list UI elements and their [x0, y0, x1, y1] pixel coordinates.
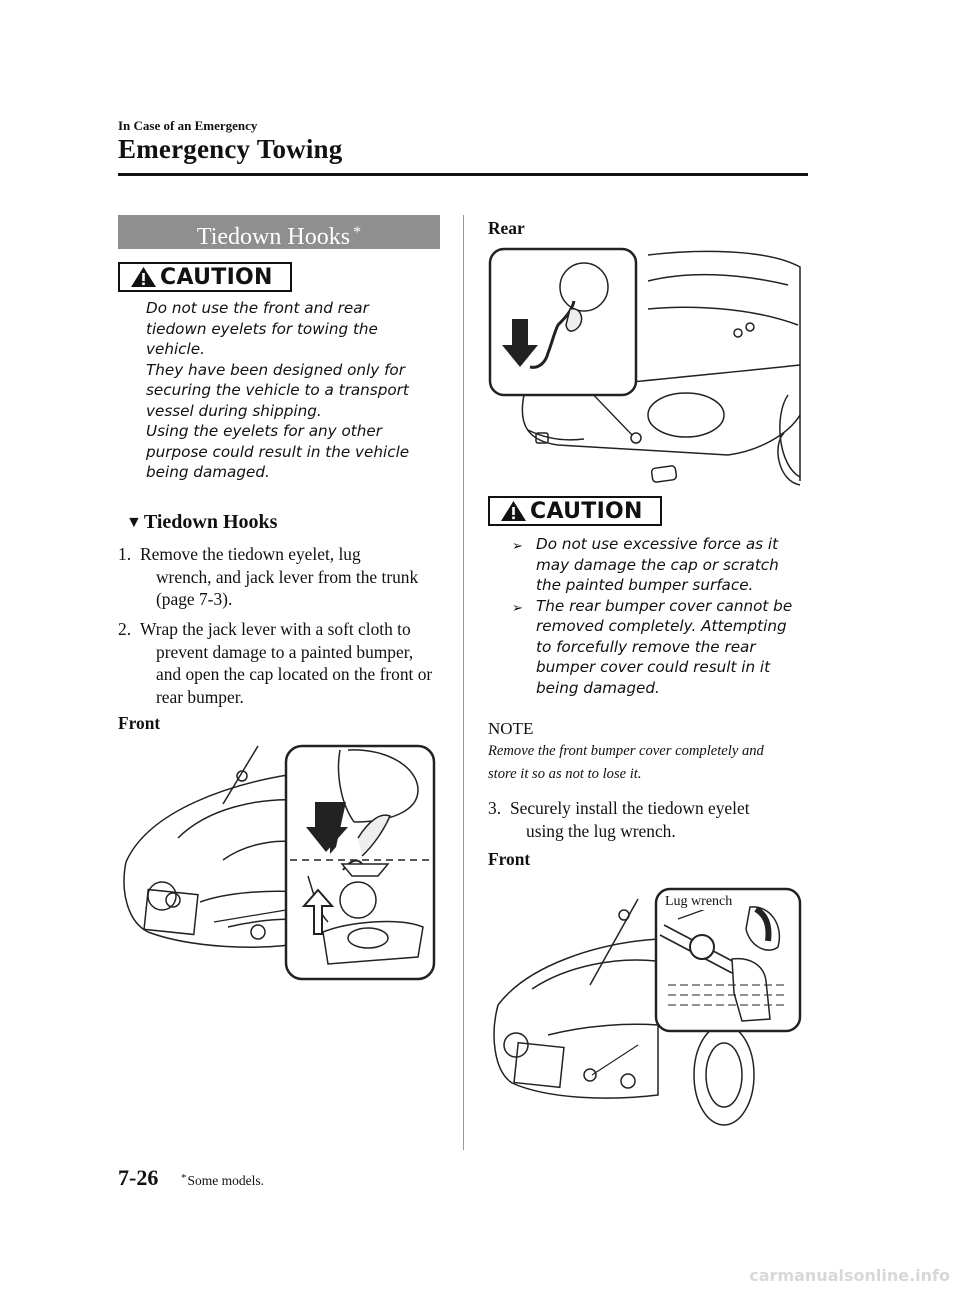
section-title-bar: Tiedown Hooks*: [118, 215, 440, 250]
bullet-arrow-icon: ➢: [512, 539, 523, 554]
caution-line: The rear bumper cover cannot be: [536, 596, 793, 615]
front-bumper-cap-illustration: [118, 742, 438, 982]
caution-bullet: ➢ Do not use excessive force as it may d…: [512, 534, 812, 596]
install-eyelet-illustration: [488, 885, 808, 1135]
caution-line: vessel during shipping.: [146, 401, 322, 420]
step-number: 2.: [118, 619, 132, 639]
subheading: ▼ Tiedown Hooks: [126, 511, 277, 534]
step-line: Wrap the jack lever with a soft cloth to: [140, 619, 411, 639]
warning-icon: [131, 267, 156, 287]
step-line: prevent damage to a painted bumper,: [156, 641, 414, 662]
caution-line: the painted bumper surface.: [536, 576, 754, 594]
front-label-right: Front: [488, 849, 531, 869]
caution-label: CAUTION: [160, 264, 273, 290]
caution-line: securing the vehicle to a transport: [146, 381, 409, 399]
caution-line: Do not use the front and rear: [146, 299, 369, 317]
caution-line: being damaged.: [536, 678, 660, 697]
footnote-star: *: [181, 1172, 187, 1184]
page-number: 7-26: [118, 1165, 159, 1190]
caution-label: CAUTION: [530, 498, 643, 524]
rear-label: Rear: [488, 218, 525, 238]
step-number: 1.: [118, 544, 132, 564]
step-line: (page 7-3).: [156, 589, 233, 609]
note-label: NOTE: [488, 719, 534, 738]
section-title: Tiedown Hooks: [196, 224, 351, 250]
caution-line: bumper cover could result in it: [536, 658, 771, 676]
caution-line: vehicle.: [146, 340, 205, 358]
step-1: 1. Remove the tiedown eyelet, lug wrench…: [118, 543, 448, 611]
caution-line: purpose could result in the vehicle: [146, 442, 410, 461]
caution-text-left: Do not use the front and rear tiedown ey…: [146, 298, 436, 483]
caution-line: They have been designed only for: [146, 360, 405, 379]
column-divider: [463, 215, 464, 1150]
note-line: Remove the front bumper cover completely…: [488, 743, 764, 759]
footnote: *Some models.: [181, 1172, 264, 1189]
rear-bumper-cap-illustration: [488, 245, 810, 487]
step-line: wrench, and jack lever from the trunk: [156, 566, 419, 587]
footnote-text: Some models.: [187, 1173, 265, 1188]
caution-bullet: ➢ The rear bumper cover cannot be remove…: [512, 596, 812, 699]
step-line: and open the cap located on the front or: [156, 664, 433, 684]
watermark: carmanualsonline.info: [749, 1266, 950, 1285]
note-line: store it so as not to lose it.: [488, 766, 642, 782]
caution-line: tiedown eyelets for towing the: [146, 319, 378, 338]
step-line: Remove the tiedown eyelet, lug: [140, 544, 361, 564]
step-number: 3.: [488, 798, 502, 818]
caution-line: to forcefully remove the rear: [536, 637, 756, 656]
caution-line: being damaged.: [146, 463, 270, 481]
note-text: Remove the front bumper cover completely…: [488, 740, 808, 786]
some-models-star: *: [353, 224, 362, 241]
warning-icon: [501, 501, 526, 521]
caution-line: removed completely. Attempting: [536, 617, 787, 635]
caution-box-left: CAUTION: [118, 262, 292, 292]
caution-line: may damage the cap or scratch: [536, 555, 779, 574]
lug-wrench-callout: Lug wrench: [663, 894, 735, 910]
caution-text-right: ➢ Do not use excessive force as it may d…: [512, 534, 812, 698]
front-label-left: Front: [118, 713, 161, 733]
triangle-down-icon: ▼: [126, 513, 142, 531]
caution-line: Do not use excessive force as it: [536, 535, 779, 553]
chapter-title: Emergency Towing: [118, 134, 343, 164]
step-line: using the lug wrench.: [526, 820, 676, 841]
caution-box-right: CAUTION: [488, 496, 662, 526]
step-3: 3. Securely install the tiedown eyelet u…: [488, 797, 808, 842]
subheading-text: Tiedown Hooks: [143, 511, 278, 533]
step-2: 2. Wrap the jack lever with a soft cloth…: [118, 618, 453, 708]
step-line: Securely install the tiedown eyelet: [510, 798, 750, 818]
bullet-arrow-icon: ➢: [512, 600, 523, 616]
step-line: rear bumper.: [156, 686, 244, 707]
section-label: In Case of an Emergency: [118, 118, 258, 133]
header-rule: [118, 173, 808, 176]
caution-line: Using the eyelets for any other: [146, 422, 382, 440]
